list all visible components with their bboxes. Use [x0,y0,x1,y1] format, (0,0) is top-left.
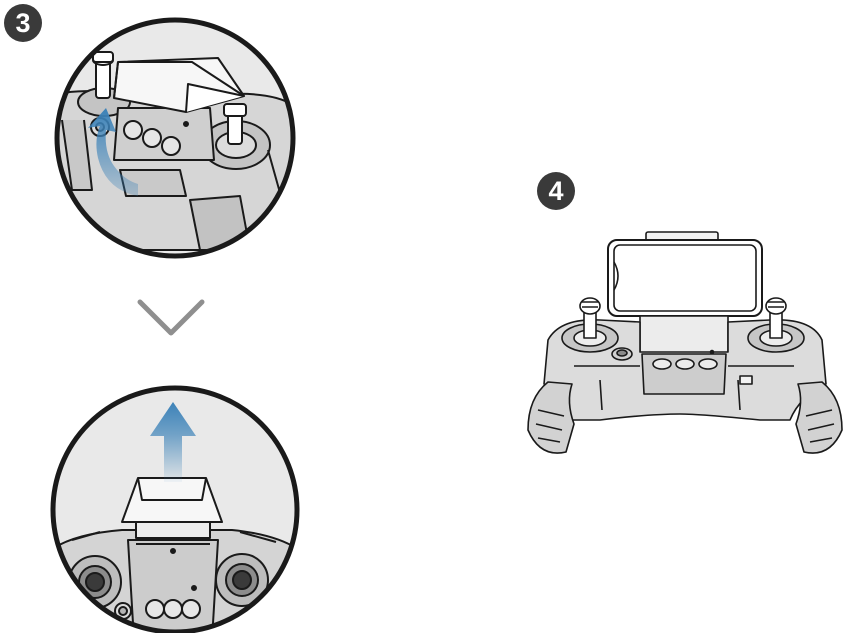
step-4-controller-illustration [527,231,843,454]
step-3-number: 3 [15,7,31,38]
step-3-badge: 3 [4,4,42,42]
step-4-number: 4 [548,175,564,206]
step-3-top-illustration [54,17,296,259]
chevron-down-icon [137,299,205,336]
up-arrow-icon [150,402,196,482]
step-4-badge: 4 [537,172,575,210]
curved-up-arrow-icon [88,108,138,196]
step-3-bottom-illustration [50,385,300,633]
